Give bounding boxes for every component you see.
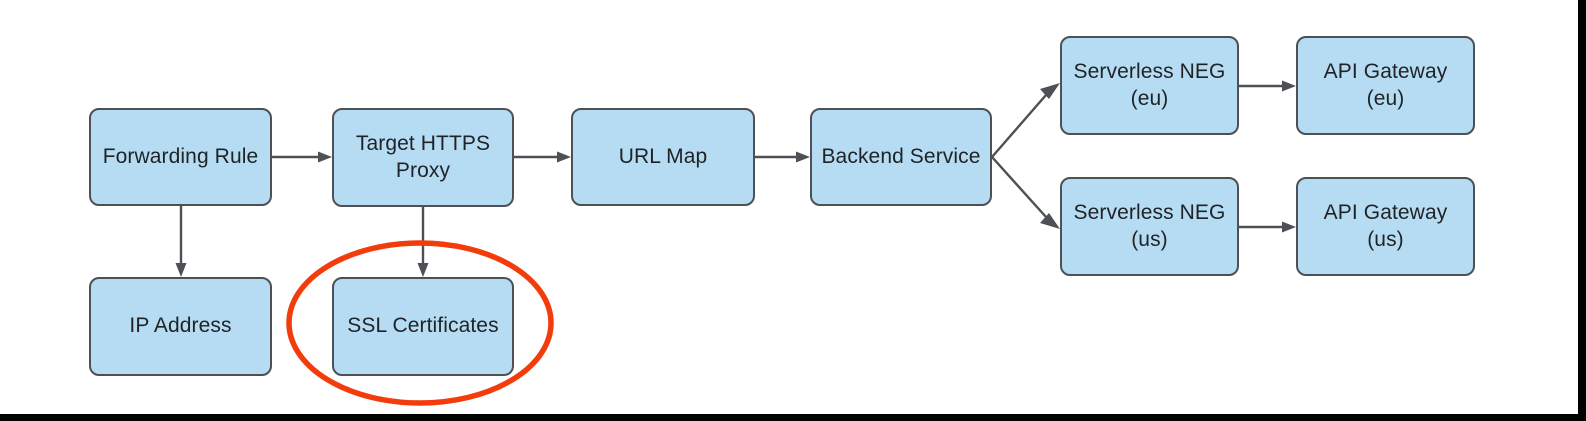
node-backend-service[interactable]: Backend Service — [810, 108, 992, 206]
node-ip-address[interactable]: IP Address — [89, 277, 272, 376]
edge-backend-service-to-serverless-neg-eu — [991, 83, 1060, 158]
edge-serverless-neg-eu-to-api-gateway-eu — [1239, 80, 1296, 92]
edge-serverless-neg-us-to-api-gateway-us — [1239, 221, 1296, 233]
node-serverless-neg-eu[interactable]: Serverless NEG (eu) — [1060, 36, 1239, 135]
page-frame-bottom-edge — [0, 414, 1586, 421]
node-target-https-proxy[interactable]: Target HTTPS Proxy — [332, 108, 514, 207]
edge-forwarding-rule-to-ip-address — [175, 206, 187, 277]
edge-url-map-to-backend-service — [755, 151, 810, 163]
edge-target-https-proxy-to-url-map — [514, 151, 571, 163]
node-ssl-certificates[interactable]: SSL Certificates — [332, 277, 514, 376]
node-api-gateway-us[interactable]: API Gateway (us) — [1296, 177, 1475, 276]
edge-backend-service-to-serverless-neg-us — [991, 156, 1060, 229]
node-url-map[interactable]: URL Map — [571, 108, 755, 206]
edge-forwarding-rule-to-target-https-proxy — [272, 151, 332, 163]
page-frame-right-edge — [1578, 0, 1586, 421]
node-api-gateway-eu[interactable]: API Gateway (eu) — [1296, 36, 1475, 135]
edge-target-https-proxy-to-ssl-certificates — [417, 207, 429, 277]
node-serverless-neg-us[interactable]: Serverless NEG (us) — [1060, 177, 1239, 276]
node-forwarding-rule[interactable]: Forwarding Rule — [89, 108, 272, 206]
